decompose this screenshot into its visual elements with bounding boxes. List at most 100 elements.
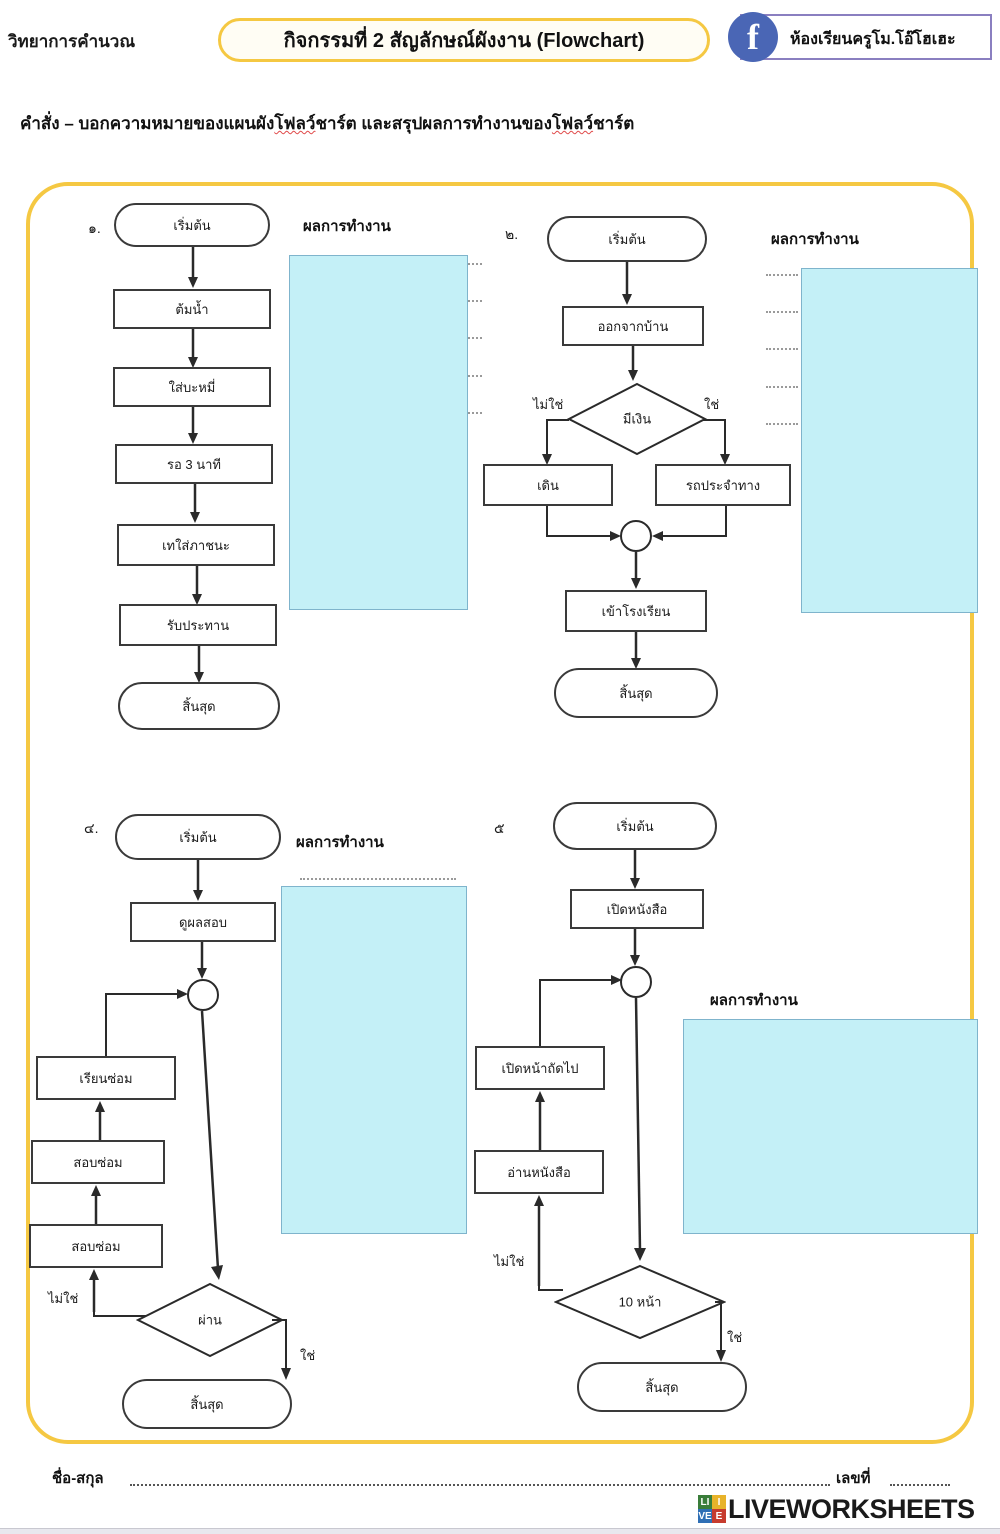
logo-cell-ve: VE — [698, 1509, 712, 1523]
logo-cell-li: LI — [698, 1495, 712, 1509]
fc1-dots-2 — [460, 300, 482, 302]
fc3-node-start: เริ่มต้น — [115, 814, 281, 860]
fc1-node-wait-3-min: รอ 3 นาที — [115, 444, 273, 484]
fc1-node-add-noodles: ใส่บะหมี่ — [113, 367, 271, 407]
fc2-dots-4 — [766, 386, 798, 388]
fc1-arrow-5 — [189, 566, 205, 606]
answer-box-2[interactable] — [801, 268, 978, 613]
fc3-no-branch-path — [86, 1306, 156, 1324]
fc1-node-start: เริ่มต้น — [114, 203, 270, 247]
fc3-dots-top — [300, 878, 456, 880]
fc2-edge-yes: ใช่ — [704, 397, 720, 412]
fc3-node-retest-2: สอบซ่อม — [29, 1224, 163, 1268]
fc3-node-remedial-class: เรียนซ่อม — [36, 1056, 176, 1100]
fc3-merge-connector — [187, 979, 219, 1011]
fc1-arrow-2 — [185, 329, 201, 369]
answer-box-1[interactable] — [289, 255, 468, 610]
fc4-path-to-decision — [628, 997, 654, 1262]
fc1-dots-4 — [460, 375, 482, 377]
fc2-arrow-3 — [628, 552, 644, 590]
activity-title-banner: กิจกรรมที่ 2 สัญลักษณ์ผังงาน (Flowchart) — [218, 18, 710, 62]
fc2-dots-5 — [766, 423, 798, 425]
bottom-rule — [0, 1528, 1000, 1534]
fc3-arrow-2 — [194, 942, 210, 980]
fc4-no-branch-path — [531, 1280, 567, 1298]
fc3-decision-pass: ผ่าน — [136, 1282, 284, 1358]
fc1-node-pour-into-bowl: เทใส่ภาชนะ — [117, 524, 275, 566]
fc2-node-end: สิ้นสุด — [554, 668, 718, 718]
fc1-arrow-1 — [185, 247, 201, 289]
fc4-node-end: สิ้นสุด — [577, 1362, 747, 1412]
fc3-path-to-decision — [196, 1010, 224, 1281]
fc4-loopback-path — [534, 972, 626, 1058]
facebook-icon: f — [728, 12, 778, 62]
instruction-text: คำสั่ง – บอกความหมายของแผนผังโฟลว์ชาร์ต … — [20, 110, 634, 137]
fc2-merge-connector — [620, 520, 652, 552]
liveworksheets-logo-grid: LI I VE E — [698, 1495, 726, 1523]
footer-number-line[interactable] — [890, 1484, 950, 1486]
fc3-result-label: ผลการทำงาน — [296, 834, 384, 851]
fc3-node-check-results: ดูผลสอบ — [130, 902, 276, 942]
flowchart-1-number: ๑. — [88, 220, 101, 236]
logo-cell-i: I — [712, 1495, 726, 1509]
fc3-node-retest-1: สอบซ่อม — [31, 1140, 165, 1184]
answer-box-4[interactable] — [683, 1019, 978, 1234]
fc2-branch-no-path — [542, 418, 573, 466]
fc3-yes-branch-path — [268, 1310, 294, 1382]
fc1-node-end: สิ้นสุด — [118, 682, 280, 730]
fc2-edge-no: ไม่ใช่ — [533, 397, 564, 412]
logo-cell-e: E — [712, 1509, 726, 1523]
footer-name-line[interactable] — [130, 1484, 830, 1486]
fc1-node-eat: รับประทาน — [119, 604, 277, 646]
fc3-loopback-path — [100, 986, 192, 1070]
fc4-decision-ten-pages: 10 หน้า — [554, 1264, 726, 1340]
fc4-edge-yes: ใช่ — [727, 1330, 743, 1345]
fc1-dots-5 — [460, 412, 482, 414]
fc2-branch-yes-path — [701, 418, 731, 466]
fc4-merge-connector — [620, 966, 652, 998]
fc1-arrow-4 — [187, 484, 203, 524]
fc1-dots-1 — [460, 263, 482, 265]
fc2-decision-has-money: มีเงิน — [567, 382, 707, 456]
fc4-yes-branch-path — [707, 1294, 733, 1366]
fc3-arrow-up-1 — [92, 1100, 108, 1140]
instruction-part-1: คำสั่ง – บอกความหมายของแผนผัง — [20, 114, 275, 133]
fc2-merge-right-path — [650, 506, 732, 550]
fc2-node-walk: เดิน — [483, 464, 613, 506]
fc4-node-open-book: เปิดหนังสือ — [570, 889, 704, 929]
instruction-part-3: ชาร์ต — [593, 114, 635, 133]
activity-title-text: กิจกรรมที่ 2 สัญลักษณ์ผังงาน (Flowchart) — [283, 30, 645, 52]
instruction-wavy-1: โฟลว์ — [274, 114, 316, 133]
fc2-arrow-1 — [619, 262, 635, 306]
fc1-arrow-6 — [191, 646, 207, 684]
flowchart-3-number: ๔. — [84, 820, 99, 836]
fc4-arrow-up-1 — [532, 1090, 548, 1152]
footer-number-label: เลขที่ — [836, 1470, 871, 1487]
liveworksheets-logo: LI I VE E LIVEWORKSHEETS — [698, 1494, 975, 1524]
fc2-node-enter-school: เข้าโรงเรียน — [565, 590, 707, 632]
fc2-result-label: ผลการทำงาน — [771, 231, 859, 248]
fc3-arrow-1 — [190, 860, 206, 902]
fc2-dots-3 — [766, 348, 798, 350]
fc2-dots-2 — [766, 311, 798, 313]
fc2-node-bus: รถประจำทาง — [655, 464, 791, 506]
fc3-edge-yes: ใช่ — [300, 1348, 316, 1363]
fc4-arrow-1 — [627, 850, 643, 890]
subject-label: วิทยาการคำนวณ — [8, 32, 136, 51]
fc2-dots-1 — [766, 274, 798, 276]
liveworksheets-wordmark: LIVEWORKSHEETS — [728, 1493, 975, 1524]
instruction-wavy-2: โฟลว์ — [551, 114, 594, 133]
fc4-node-start: เริ่มต้น — [553, 802, 717, 850]
fc1-node-boil-water: ต้มน้ำ — [113, 289, 271, 329]
fc2-node-start: เริ่มต้น — [547, 216, 707, 262]
fc4-arrow-2 — [627, 929, 643, 967]
fc3-edge-no: ไม่ใช่ — [48, 1291, 79, 1306]
facebook-badge-box — [740, 14, 992, 60]
flowchart-2-number: ๒. — [505, 226, 519, 242]
fc1-result-label: ผลการทำงาน — [303, 218, 391, 235]
answer-box-3[interactable] — [281, 886, 467, 1234]
fc4-node-next-page: เปิดหน้าถัดไป — [475, 1046, 605, 1090]
flowchart-4-number: ๕ — [494, 820, 505, 836]
fc4-edge-no: ไม่ใช่ — [494, 1254, 525, 1269]
